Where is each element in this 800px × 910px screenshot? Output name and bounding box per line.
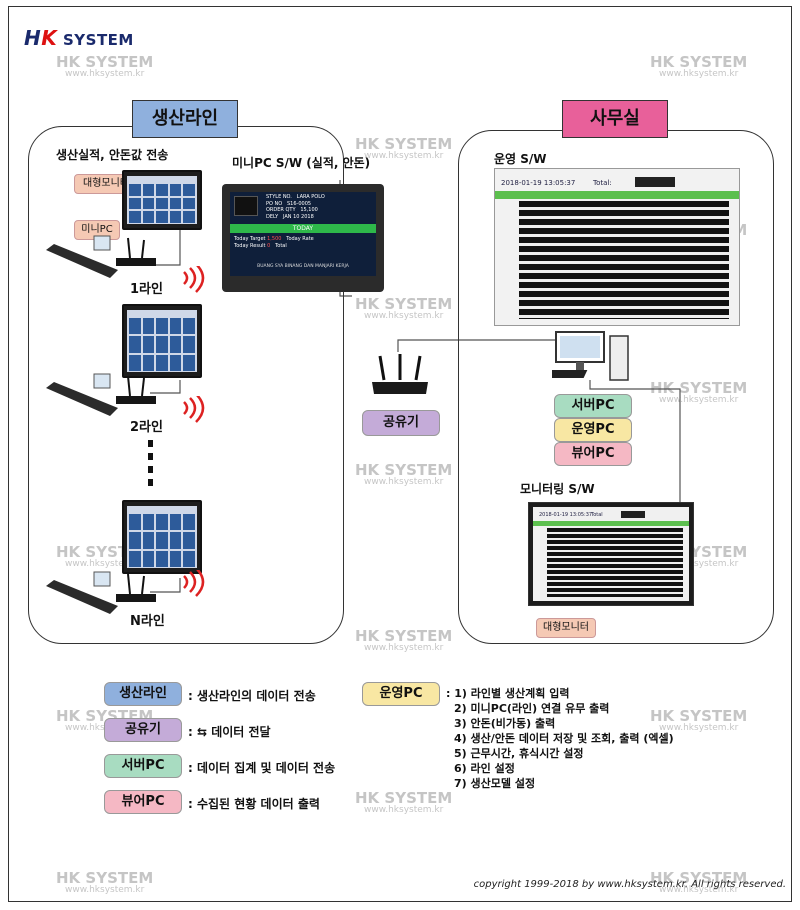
minipc-info: STYLE NO. LARA POLO PO NO S16-0005 ORDER… xyxy=(266,194,325,220)
line2-monitor xyxy=(122,304,202,378)
production-subtitle: 생산실적, 안돈값 전송 xyxy=(56,148,169,162)
diagram-frame xyxy=(8,6,792,902)
lineN-monitor xyxy=(122,500,202,574)
ops-feature-item: : 1) 라인별 생산계획 입력 xyxy=(446,687,570,700)
monitoring-sw-label: 모니터링 S/W xyxy=(520,482,595,496)
hk-system-logo: HK SYSTEM xyxy=(24,26,134,50)
shirt-icon xyxy=(234,196,258,216)
ops-table xyxy=(519,201,729,319)
line1-monitor xyxy=(122,170,202,230)
lineN-label: N라인 xyxy=(130,614,165,629)
ops-feature-item: 7) 생산모델 설정 xyxy=(454,777,536,790)
server-to-monitor xyxy=(589,380,681,508)
line1-label: 1라인 xyxy=(130,282,163,297)
legend-desc-production: : 생산라인의 데이터 전송 xyxy=(188,689,316,703)
ops-sw-label: 운영 S/W xyxy=(494,152,547,166)
mon-date: 2018-01-19 13:05:37 xyxy=(539,512,593,518)
server-pc-label: 서버PC xyxy=(554,394,632,418)
office-tag-monitor: 대형모니터 xyxy=(536,618,596,638)
monitoring-screenshot: 2018-01-19 13:05:37 Total xyxy=(528,502,694,606)
office-title: 사무실 xyxy=(562,100,668,138)
legend-tag-viewer: 뷰어PC xyxy=(104,790,182,814)
ops-feature-item: 6) 라인 설정 xyxy=(454,762,515,775)
viewer-pc-label: 뷰어PC xyxy=(554,442,632,466)
line2-wireless-icon xyxy=(183,396,205,423)
mon-header-bar xyxy=(533,521,689,526)
router-label: 공유기 xyxy=(362,410,440,436)
minipc-footer: BUANG SYA BINANG DAN MANJARI KERJA xyxy=(257,264,349,269)
ops-feature-item: 3) 안돈(비가동) 출력 xyxy=(454,717,556,730)
router-icon xyxy=(372,354,428,394)
line2-connector xyxy=(150,380,181,394)
ops-feature-item: 4) 생산/안돈 데이터 저장 및 조회, 출력 (엑셀) xyxy=(454,732,674,745)
lineN-hardware xyxy=(46,571,156,614)
ops-date: 2018-01-19 13:05:37 xyxy=(501,179,576,187)
legend-tag-router: 공유기 xyxy=(104,718,182,742)
minipc-stats: Today Target 1,500 Today Rate Today Resu… xyxy=(234,236,314,249)
legend-tag-ops: 운영PC xyxy=(362,682,440,706)
legend-tag-server: 서버PC xyxy=(104,754,182,778)
line2-label: 2라인 xyxy=(130,420,163,435)
server-pc-icon xyxy=(552,331,629,381)
ops-counter xyxy=(635,177,675,187)
legend-desc-viewer: : 수집된 현황 데이터 출력 xyxy=(188,797,320,811)
ops-feature-item: 2) 미니PC(라인) 연결 유무 출력 xyxy=(454,702,610,715)
lineN-wireless-icon xyxy=(183,570,205,597)
ops-feature-item: 5) 근무시간, 휴식시간 설정 xyxy=(454,747,584,760)
ops-pc-label: 운영PC xyxy=(554,418,632,442)
line1-connector xyxy=(150,228,181,266)
mon-table xyxy=(547,528,683,597)
lineN-connector xyxy=(150,578,181,593)
mon-counter xyxy=(621,511,645,518)
ops-total: Total: xyxy=(593,179,612,187)
line1-wireless-icon xyxy=(183,266,205,293)
minipc-caption: 미니PC S/W (실적, 안돈) xyxy=(232,156,371,170)
ops-feature-list: : 1) 라인별 생산계획 입력 2) 미니PC(라인) 연결 유무 출력 3)… xyxy=(446,686,674,791)
legend-desc-router: : ⇆ 데이터 전달 xyxy=(188,725,271,739)
minipc-tablet: STYLE NO. LARA POLO PO NO S16-0005 ORDER… xyxy=(222,184,384,292)
ops-header-bar xyxy=(495,191,739,199)
legend-desc-server: : 데이터 집계 및 데이터 전송 xyxy=(188,761,336,775)
legend-tag-production: 생산라인 xyxy=(104,682,182,706)
ellipsis-dots xyxy=(148,440,154,494)
minipc-screen: STYLE NO. LARA POLO PO NO S16-0005 ORDER… xyxy=(230,192,376,276)
line2-hardware xyxy=(46,373,156,416)
copyright-text: copyright 1999-2018 by www.hksystem.kr. … xyxy=(473,879,786,890)
mon-total: Total xyxy=(591,512,603,518)
minipc-today-bar: TODAY xyxy=(230,224,376,233)
production-title: 생산라인 xyxy=(132,100,238,138)
router-to-server xyxy=(397,339,560,352)
ops-screenshot: 2018-01-19 13:05:37 Total: xyxy=(494,168,740,326)
line1-hardware xyxy=(46,235,156,278)
monitoring-screen: 2018-01-19 13:05:37 Total xyxy=(533,507,689,601)
